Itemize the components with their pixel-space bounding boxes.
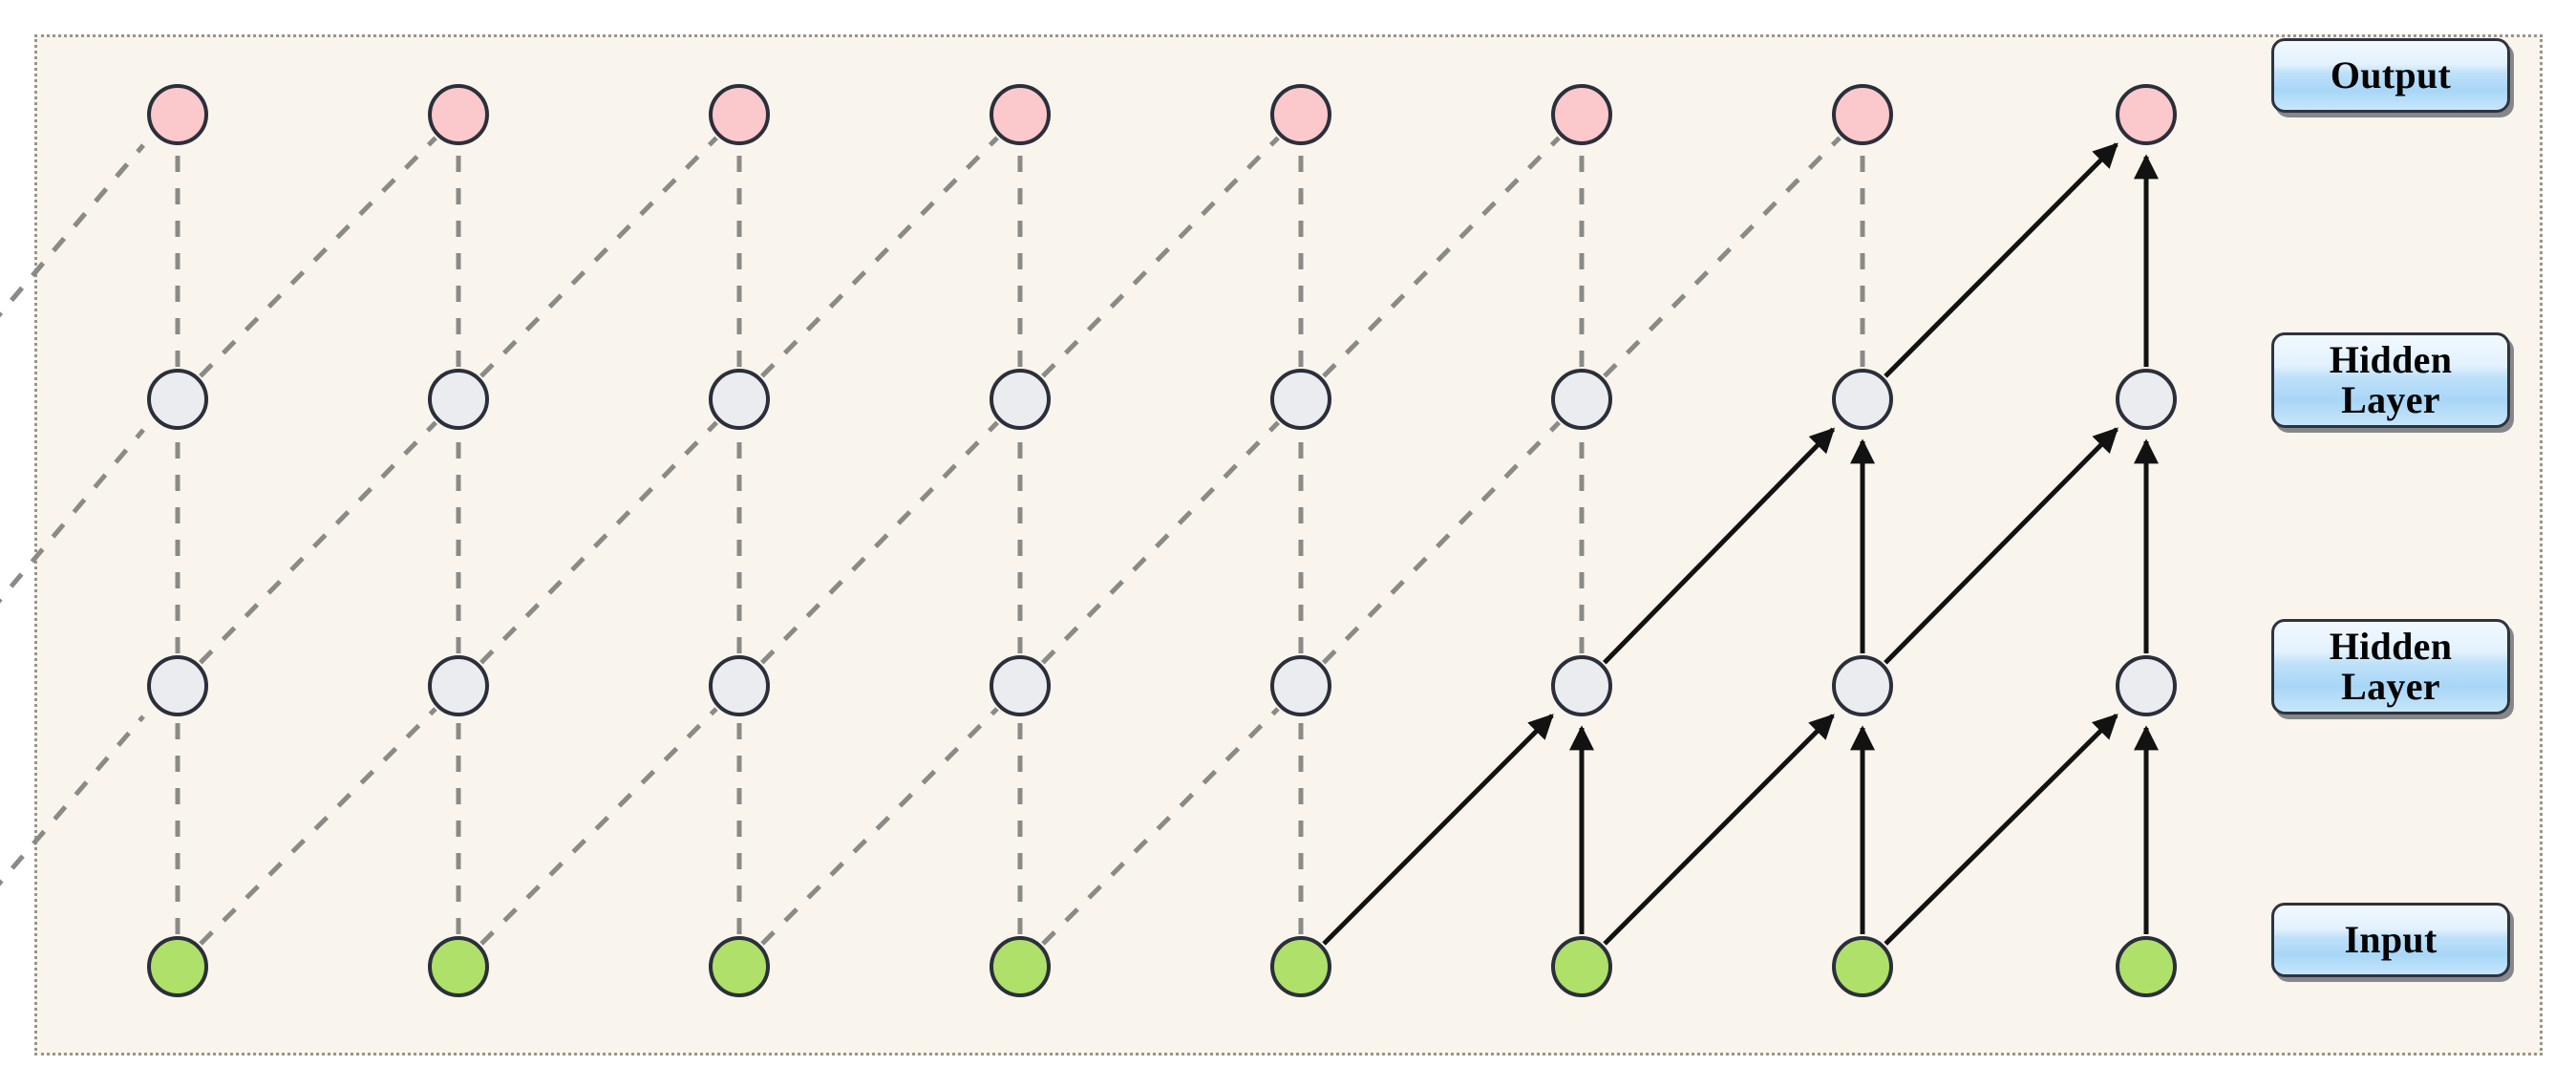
node-output-7[interactable] [2116,84,2177,145]
node-hidden2-4[interactable] [1270,369,1331,430]
node-output-5[interactable] [1551,84,1612,145]
hidden1-label-line-0: Hidden [2329,625,2453,668]
node-output-0[interactable] [147,84,208,145]
diagram-panel [34,34,2543,1056]
node-hidden2-0[interactable] [147,369,208,430]
node-output-2[interactable] [709,84,770,145]
node-hidden2-2[interactable] [709,369,770,430]
node-input-6[interactable] [1832,936,1893,997]
node-input-3[interactable] [990,936,1051,997]
node-hidden1-4[interactable] [1270,655,1331,716]
input-label-line-0: Input [2344,918,2438,961]
node-hidden1-6[interactable] [1832,655,1893,716]
node-hidden2-7[interactable] [2116,369,2177,430]
node-input-0[interactable] [147,936,208,997]
node-hidden1-0[interactable] [147,655,208,716]
node-hidden1-7[interactable] [2116,655,2177,716]
node-hidden2-5[interactable] [1551,369,1612,430]
node-input-7[interactable] [2116,936,2177,997]
hidden2-label-line-0: Hidden [2329,338,2453,381]
output-label[interactable]: Output [2271,38,2510,113]
output-label-line-0: Output [2330,53,2452,96]
node-hidden2-6[interactable] [1832,369,1893,430]
node-hidden1-1[interactable] [428,655,489,716]
node-hidden1-3[interactable] [990,655,1051,716]
node-hidden2-1[interactable] [428,369,489,430]
node-hidden2-3[interactable] [990,369,1051,430]
node-input-5[interactable] [1551,936,1612,997]
hidden2-label-line-1: Layer [2341,378,2440,421]
input-label[interactable]: Input [2271,903,2510,977]
input-label-text: Input [2344,920,2437,960]
node-output-6[interactable] [1832,84,1893,145]
node-output-3[interactable] [990,84,1051,145]
node-output-1[interactable] [428,84,489,145]
node-input-1[interactable] [428,936,489,997]
output-label-text: Output [2331,55,2451,96]
node-hidden1-2[interactable] [709,655,770,716]
node-input-4[interactable] [1270,936,1331,997]
node-hidden1-5[interactable] [1551,655,1612,716]
hidden1-label-line-1: Layer [2341,665,2440,708]
node-input-2[interactable] [709,936,770,997]
node-output-4[interactable] [1270,84,1331,145]
